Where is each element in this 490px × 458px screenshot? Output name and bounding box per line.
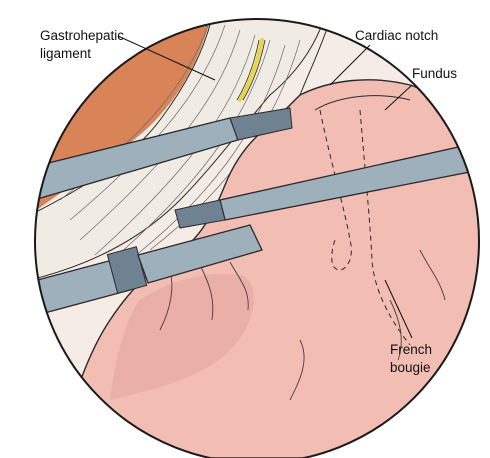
label-cardiac-notch: Cardiac notch (355, 28, 438, 43)
fundus-fold (314, 95, 411, 111)
stapler-right (174, 139, 479, 229)
label-fundus: Fundus (412, 66, 457, 81)
stomach-vessels (159, 249, 446, 401)
vagus-nerve-outline (236, 39, 266, 101)
label-french-line2: bougie (390, 360, 431, 375)
vagus-nerve (238, 38, 264, 102)
label-gastrohepatic-line2: ligament (40, 46, 91, 61)
scope-border (34, 18, 480, 458)
stomach-shadow (110, 273, 254, 400)
leader-lines (117, 35, 413, 339)
label-gastrohepatic-line1: Gastrohepatic (40, 28, 124, 43)
french-bougie-outline (319, 109, 352, 271)
stapler-lower (35, 224, 263, 326)
french-bougie-path (359, 109, 411, 346)
label-french-line1: French (390, 342, 432, 357)
grasper-upper (35, 107, 293, 211)
